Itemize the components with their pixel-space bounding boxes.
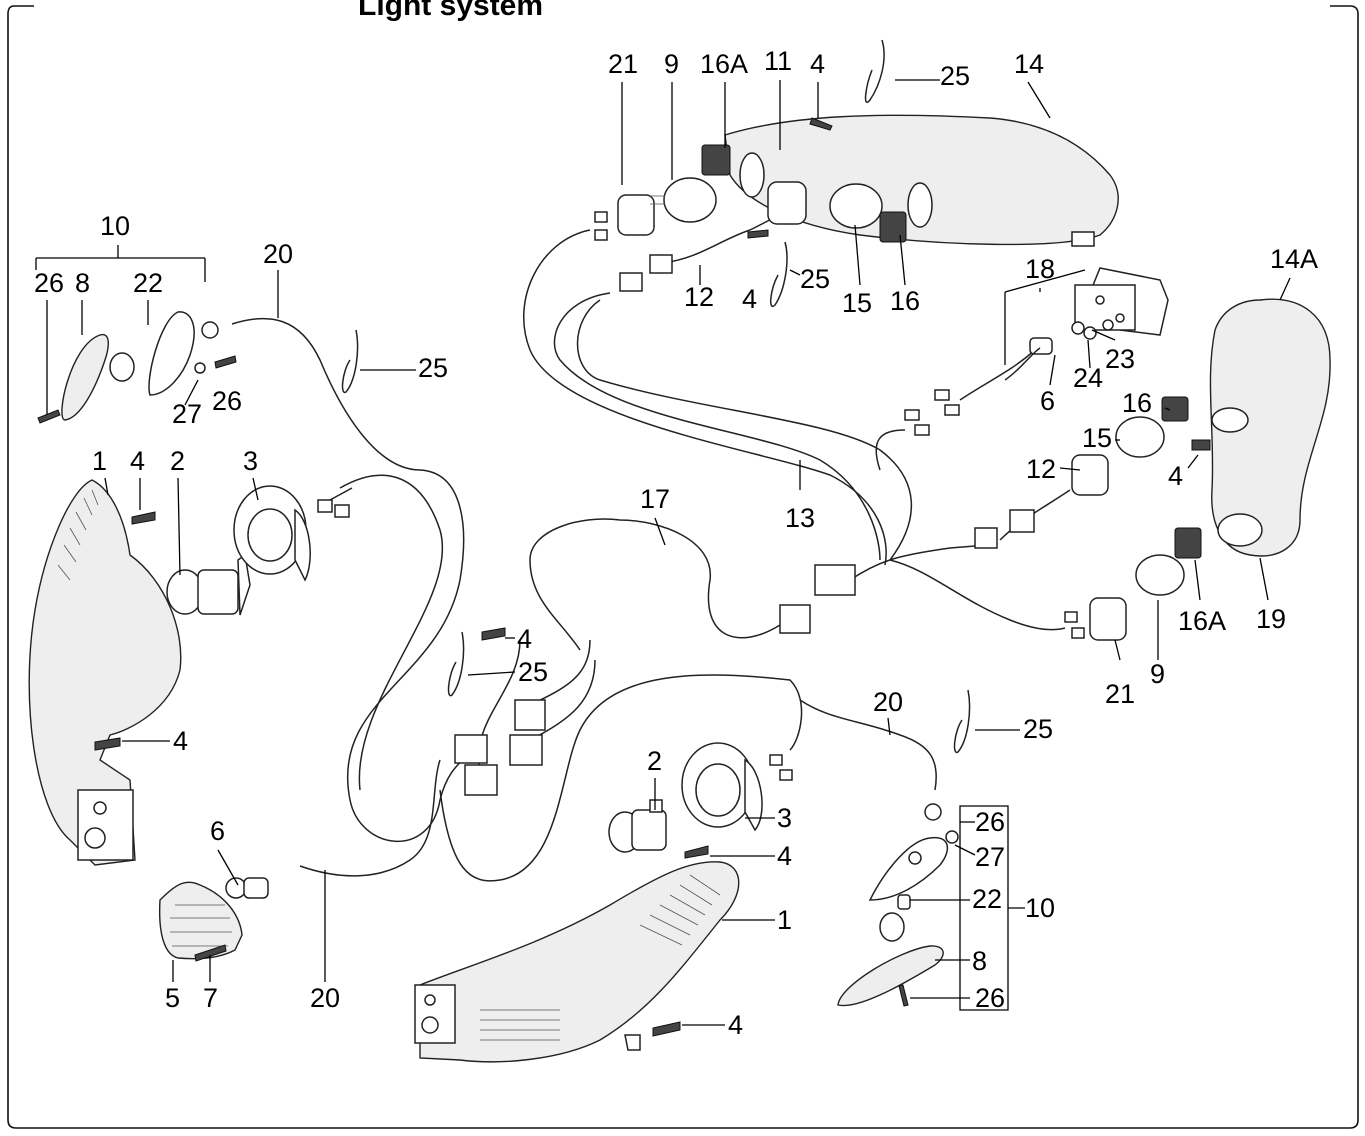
callout-25: 25: [800, 264, 830, 294]
callout-4: 4: [728, 1010, 743, 1040]
screws: [37, 117, 909, 1037]
callout-14a: 14A: [1270, 244, 1318, 274]
callout-4: 4: [173, 726, 188, 756]
callout-8: 8: [75, 268, 90, 298]
callout-12: 12: [684, 282, 714, 312]
callout-26: 26: [212, 386, 242, 416]
callout-1: 1: [777, 905, 792, 935]
callout-13: 13: [785, 503, 815, 533]
callout-4: 4: [517, 624, 532, 654]
callout-6: 6: [210, 816, 225, 846]
callout-4: 4: [130, 446, 145, 476]
headlight-bulb-left: [166, 553, 251, 616]
callout-4: 4: [777, 841, 792, 871]
callout-26: 26: [34, 268, 64, 298]
callout-23: 23: [1105, 344, 1135, 374]
headlight-socket-lower: [681, 742, 763, 832]
callout-6: 6: [1040, 386, 1055, 416]
callout-25: 25: [1023, 714, 1053, 744]
callout-27: 27: [975, 842, 1005, 872]
callout-9: 9: [1150, 659, 1165, 689]
callout-22: 22: [972, 884, 1002, 914]
callout-20: 20: [873, 687, 903, 717]
headlight-bulb-lower: [608, 799, 667, 853]
callout-25: 25: [418, 353, 448, 383]
headlight-lower: [414, 861, 740, 1063]
indicator-right: [837, 803, 1009, 1011]
callout-12: 12: [1026, 454, 1056, 484]
callout-labels: 21 9 16A 11 4 25 14 10 26 8 22 20 25 27 …: [34, 46, 1318, 1040]
callout-5: 5: [165, 983, 180, 1013]
callout-3: 3: [777, 803, 792, 833]
callout-16a: 16A: [700, 49, 748, 79]
leader-lines: [35, 79, 1291, 1026]
bulbs-side: [1071, 396, 1211, 641]
wiring-harness: [231, 199, 1071, 882]
callout-9: 9: [664, 49, 679, 79]
callout-16a: 16A: [1178, 606, 1226, 636]
bulbs-top: [617, 144, 907, 243]
callout-4: 4: [810, 49, 825, 79]
callout-19: 19: [1256, 604, 1286, 634]
ground-cables: [341, 39, 971, 754]
callout-4: 4: [1168, 461, 1183, 491]
callout-20: 20: [263, 239, 293, 269]
callout-22: 22: [133, 268, 163, 298]
callout-11: 11: [764, 46, 792, 76]
callout-21: 21: [1105, 679, 1135, 709]
callout-25: 25: [940, 61, 970, 91]
callout-27: 27: [172, 399, 202, 429]
callout-7: 7: [203, 983, 218, 1013]
callout-17: 17: [640, 484, 670, 514]
callout-10: 10: [1025, 893, 1055, 923]
headlight-socket-left: [233, 485, 311, 582]
callout-20: 20: [310, 983, 340, 1013]
callout-3: 3: [243, 446, 258, 476]
callout-8: 8: [972, 946, 987, 976]
indicator-rear-left: [158, 877, 269, 960]
diagram-title: Light system: [358, 0, 543, 22]
callout-15: 15: [842, 288, 872, 318]
callout-21: 21: [608, 49, 638, 79]
callout-1: 1: [92, 446, 107, 476]
indicator-left-top: [61, 311, 219, 421]
callout-18: 18: [1025, 254, 1055, 284]
callout-2: 2: [170, 446, 185, 476]
callout-2: 2: [647, 746, 662, 776]
page-frame: [7, 5, 1359, 1129]
callout-4: 4: [742, 284, 757, 314]
rear-light-housing-top: [724, 114, 1119, 247]
callout-16: 16: [890, 286, 920, 316]
callout-26: 26: [975, 807, 1005, 837]
callout-10: 10: [100, 211, 130, 241]
callout-26: 26: [975, 983, 1005, 1013]
callout-15: 15: [1082, 423, 1112, 453]
license-plate-light: [1004, 267, 1169, 381]
callout-25: 25: [518, 657, 548, 687]
headlight-left: [28, 479, 182, 866]
rear-light-housing-side: [1209, 298, 1331, 557]
callout-14: 14: [1014, 49, 1044, 79]
callout-24: 24: [1073, 363, 1103, 393]
callout-16: 16: [1122, 388, 1152, 418]
connectors: [317, 211, 1085, 796]
